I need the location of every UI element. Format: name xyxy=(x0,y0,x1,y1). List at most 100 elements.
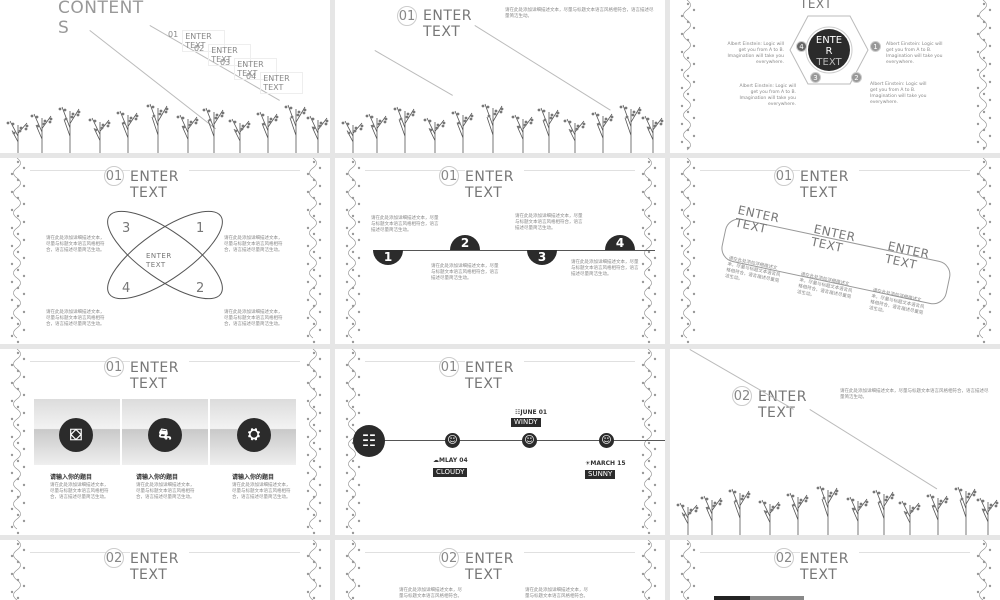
item-number: 03 xyxy=(220,58,231,67)
event-date-2: ☁MLAY 04 xyxy=(433,457,468,464)
description-text: 请在此处添加详细描述文本，尽量与标题文本语言风格相符合，语言描述尽量简洁生动。 xyxy=(371,216,439,233)
quote-left-bottom: Albert Einstein: Logic will get you from… xyxy=(739,84,796,107)
description-text: 请在此处添加详细描述文本，尽量与标题文本语言风格相符合，语言描述尽量简洁生动。 xyxy=(431,264,499,281)
smile-icon: ☺ xyxy=(522,433,537,448)
timeline-axis xyxy=(375,250,655,251)
diagram-top-label: TEXT xyxy=(800,0,833,11)
vine-left xyxy=(10,540,26,600)
vine-right xyxy=(976,158,992,344)
petal-4: 4 xyxy=(122,281,131,296)
diagonal-line xyxy=(374,50,453,96)
description-text: 请在此处添加详细描述文本，尽量与标题文本语言风格相符合，语言描述尽量简洁生动。 xyxy=(224,236,283,253)
card-title: 请输入你的题目 xyxy=(232,474,275,481)
item-number: 04 xyxy=(246,72,257,81)
event-weather-2: CLOUDY xyxy=(433,468,468,477)
node-3: 3 xyxy=(810,72,821,83)
section-number: 01 xyxy=(397,6,417,26)
section-number: 02 xyxy=(104,548,124,568)
card-title: 请输入你的题目 xyxy=(136,474,179,481)
vine-right xyxy=(306,349,322,535)
train-icon: ⛋ xyxy=(59,418,93,452)
vine-right xyxy=(976,540,992,600)
vine-left xyxy=(680,540,696,600)
vine-left xyxy=(345,158,361,344)
section-number: 01 xyxy=(439,166,459,186)
progress-strip xyxy=(714,596,804,600)
description-text: 请在此处添加详细描述文本，尽量与标题文本语言风格相符合，语言描述尽量简洁生动。 xyxy=(571,260,639,277)
item-number: 01 xyxy=(168,30,179,39)
smile-icon: ☺ xyxy=(599,433,614,448)
event-weather-3: SUNNY xyxy=(585,470,616,479)
vine-left xyxy=(10,158,26,344)
description-text: 请在此处添加详细描述文本，尽量与标题文本语言风格相符合。 xyxy=(525,588,588,599)
sun-icon: ☀ xyxy=(585,460,591,467)
petal-1: 1 xyxy=(196,221,205,236)
vine-right xyxy=(641,158,657,344)
vine-right xyxy=(306,158,322,344)
node-2: 2 xyxy=(851,72,862,83)
petal-ellipses xyxy=(107,210,223,300)
cart-icon: ☷ xyxy=(353,425,385,457)
step-1: 1 xyxy=(373,250,403,265)
section-number: 02 xyxy=(439,548,459,568)
wind-icon: ☷ xyxy=(515,409,521,416)
card-text: 请在此处添加详细描述文本，尽量与标题文本语言风格相符合，语言描述尽量简洁生动。 xyxy=(50,483,109,500)
section-number: 02 xyxy=(774,548,794,568)
vine-left xyxy=(680,0,696,151)
section-number: 01 xyxy=(774,166,794,186)
vine-right xyxy=(641,349,657,535)
vine-left xyxy=(680,158,696,344)
section-number: 01 xyxy=(439,357,459,377)
description-text: 请在此处添加详细描述文本，尽量与标题文本语言风格相符合，语言描述尽量简洁生动。 xyxy=(46,236,105,253)
card-text: 请在此处添加详细描述文本，尽量与标题文本语言风格相符合，语言描述尽量简洁生动。 xyxy=(232,483,291,500)
vine-right xyxy=(976,0,992,151)
vine-right xyxy=(306,540,322,600)
vine-left xyxy=(10,349,26,535)
event-date-1: ☷JUNE 01 xyxy=(515,409,548,416)
card-text: 请在此处添加详细描述文本，尽量与标题文本语言风格相符合，语言描述尽量简洁生动。 xyxy=(136,483,195,500)
step-2: 2 xyxy=(450,235,480,250)
petal-3: 3 xyxy=(122,221,131,236)
vine-right xyxy=(641,540,657,600)
node-4: 4 xyxy=(796,41,807,52)
node-1: 1 xyxy=(870,41,881,52)
section-number: 01 xyxy=(104,357,124,377)
tree-illustration xyxy=(341,103,664,153)
cloud-icon: ☁ xyxy=(433,457,439,464)
petal-2: 2 xyxy=(196,281,205,296)
description-text: 请在此处添加详细描述文本，尽量与标题文本语言风格相符合，语言描述尽量简洁生动。 xyxy=(46,310,105,327)
smile-icon: ☺ xyxy=(445,433,460,448)
